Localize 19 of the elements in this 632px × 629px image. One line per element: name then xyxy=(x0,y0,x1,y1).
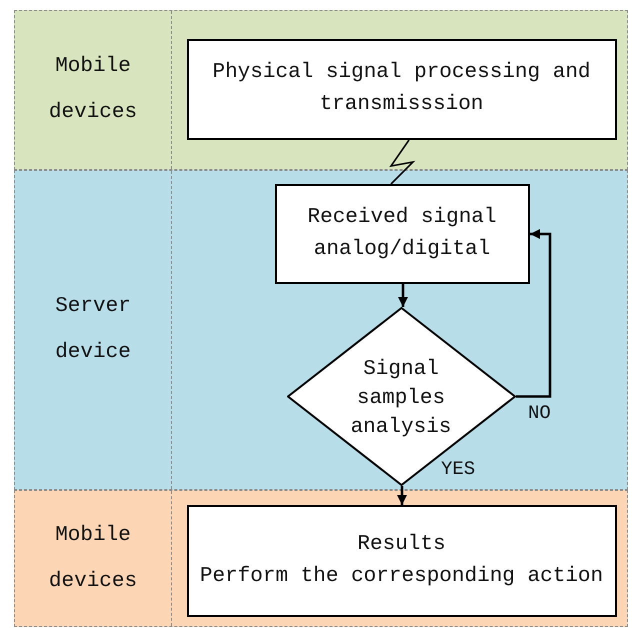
process-text: Perform the corresponding action xyxy=(200,564,604,590)
process-text: Received signal analog/digital xyxy=(306,204,498,262)
process-box xyxy=(186,38,616,140)
decision-diamond xyxy=(286,306,516,486)
process-box xyxy=(274,184,530,284)
lane-label: Mobile devices xyxy=(48,522,138,594)
swimlane-band xyxy=(14,170,628,490)
swimlane-band xyxy=(14,10,628,170)
lane-label: Mobile devices xyxy=(48,54,138,126)
arrow xyxy=(398,284,408,307)
process-box xyxy=(186,504,616,616)
process-text: Results xyxy=(357,532,446,558)
arrow xyxy=(397,486,407,505)
process-text: Physical signal processing and transmisssion xyxy=(211,60,592,118)
arrow xyxy=(516,229,552,398)
wireless-link xyxy=(389,140,416,185)
lane-label: Server device xyxy=(54,294,132,366)
decision-text: Signal samples analysis xyxy=(350,356,452,440)
swimlane-band xyxy=(14,490,628,627)
